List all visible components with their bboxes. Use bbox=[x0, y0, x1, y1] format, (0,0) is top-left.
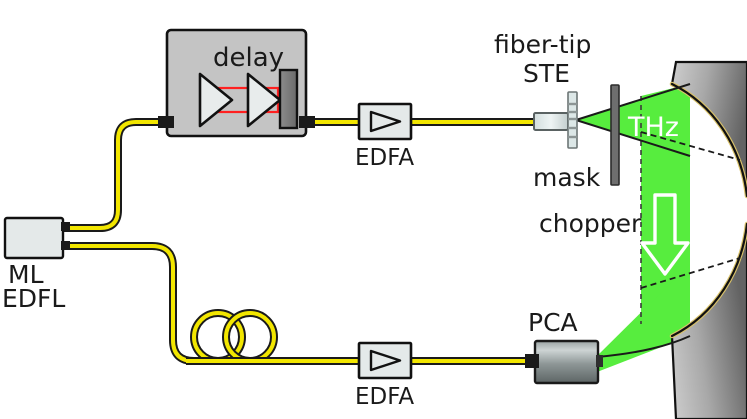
beam-edge-dashed-top bbox=[640, 131, 741, 161]
fiber-core-pump-in bbox=[63, 120, 176, 230]
ml-label: ML bbox=[8, 260, 44, 289]
edfa-top[interactable] bbox=[357, 102, 413, 141]
ste-label: STE bbox=[523, 59, 570, 88]
thz-beam-outlines bbox=[575, 83, 691, 358]
mirror-bottom-edge bbox=[670, 222, 747, 338]
edfa-bottom-amplifier-symbol bbox=[369, 349, 402, 372]
ml-edfl-port-top bbox=[61, 222, 70, 231]
edfa-bottom[interactable] bbox=[357, 341, 413, 380]
chopper-label: chopper bbox=[539, 209, 642, 238]
parabolic-mirror-bottom bbox=[669, 221, 747, 419]
fiber-path-probe-arm bbox=[63, 242, 362, 365]
beam-direction-arrow bbox=[640, 193, 690, 276]
fiber-coil-loop-2-core bbox=[224, 311, 276, 363]
thz-cone-top-upper-edge bbox=[575, 83, 691, 121]
pca-detector[interactable] bbox=[525, 339, 603, 385]
thz-cone-top-lower-edge bbox=[575, 119, 691, 157]
thz-beam-collimated bbox=[641, 84, 690, 336]
fiber-coil bbox=[186, 309, 290, 365]
fiber-tip-label: fiber-tip bbox=[494, 30, 591, 59]
delay-port-in bbox=[158, 116, 174, 128]
beam-boundary-guides bbox=[640, 96, 741, 324]
down-arrow-outline bbox=[640, 193, 690, 276]
chopper-blade bbox=[610, 84, 620, 186]
mirror-top-edge bbox=[670, 82, 747, 198]
beam-edge-dashed-bottom bbox=[640, 257, 741, 289]
fiber-tip-ferrule bbox=[533, 112, 569, 131]
edfa-bottom-label: EDFA bbox=[355, 384, 414, 410]
edfa-bottom-body bbox=[357, 341, 413, 380]
delay-stage[interactable] bbox=[158, 28, 315, 138]
ml-edfl-port-bottom bbox=[61, 241, 70, 250]
thz-cone-bot-top-edge bbox=[596, 335, 691, 358]
delay-label: delay bbox=[213, 43, 284, 73]
pca-body bbox=[533, 339, 600, 385]
ml-edfl-body bbox=[3, 216, 65, 260]
edfa-top-amplifier-symbol bbox=[369, 110, 402, 133]
pca-fiber-port bbox=[525, 354, 539, 368]
chopper[interactable] bbox=[610, 84, 620, 186]
fiber-core-probe bbox=[63, 244, 362, 363]
delay-prism-right bbox=[246, 72, 282, 128]
delay-collimator-left bbox=[198, 72, 234, 128]
ml-edfl-laser[interactable] bbox=[3, 216, 70, 260]
edfa-top-body bbox=[357, 102, 413, 141]
fiber-path-pump-arm bbox=[63, 118, 176, 232]
fiber-tip-ste[interactable] bbox=[533, 112, 569, 131]
pca-antenna-tip bbox=[596, 355, 603, 367]
delay-mirror-block[interactable] bbox=[278, 68, 299, 130]
delay-port-out bbox=[299, 116, 315, 128]
ste-element[interactable] bbox=[567, 91, 578, 149]
edfa-top-label: EDFA bbox=[355, 145, 414, 171]
edfl-label: EDFL bbox=[2, 284, 65, 313]
thz-label: THz bbox=[627, 112, 679, 143]
fiber-jacket-probe bbox=[63, 242, 362, 365]
pca-label: PCA bbox=[528, 308, 578, 337]
mask-label: mask bbox=[533, 163, 601, 192]
